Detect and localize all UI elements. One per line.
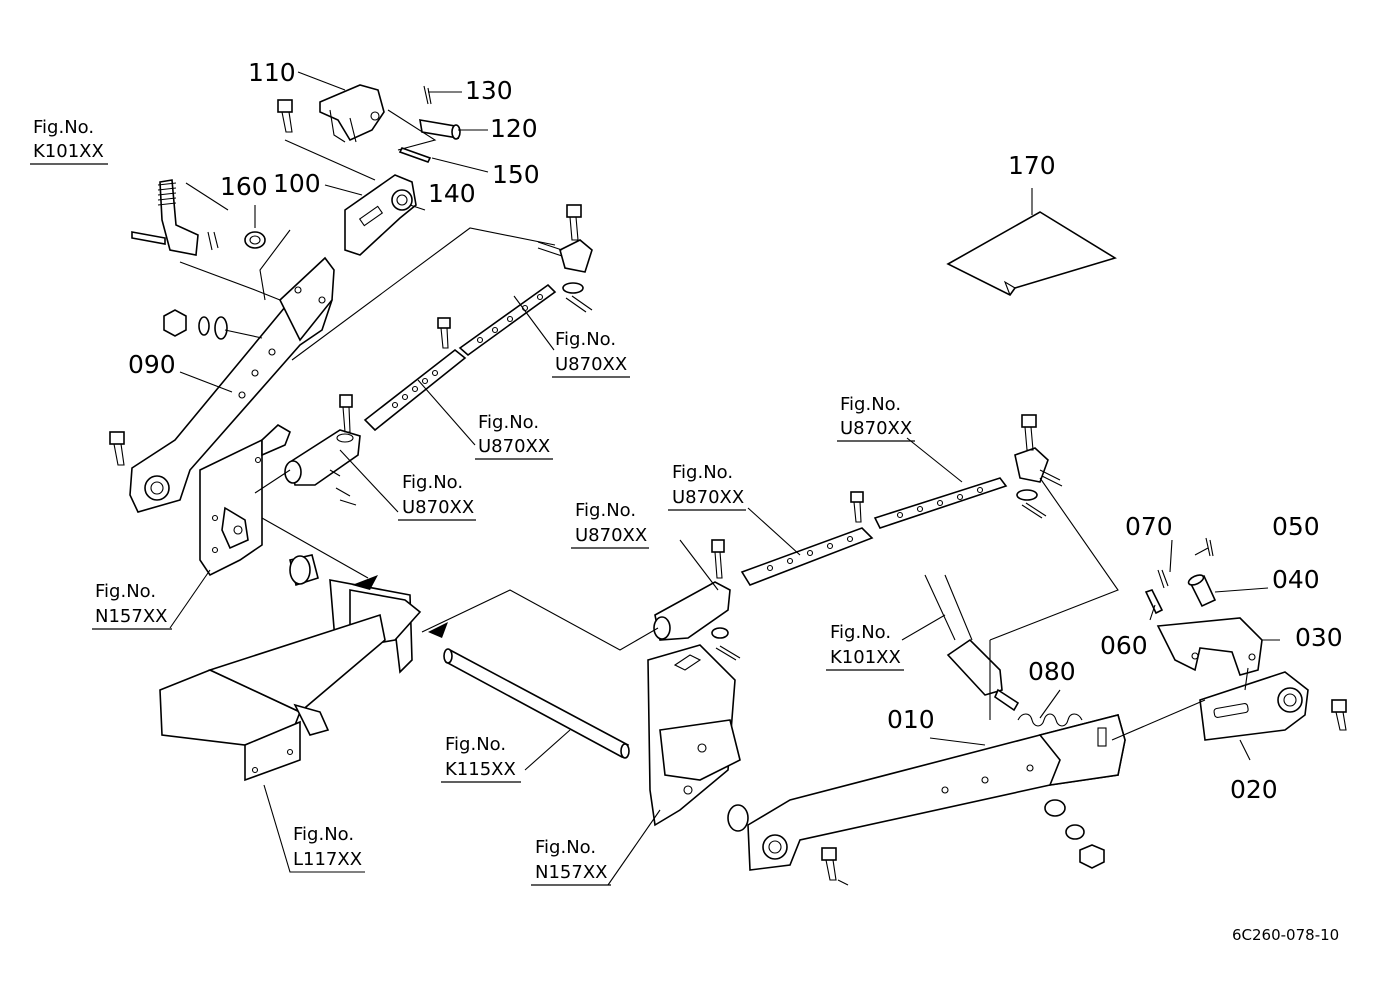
center-frame — [159, 579, 422, 782]
part-060-pin — [1144, 589, 1164, 615]
ref-k115: K115XX — [445, 759, 516, 780]
part-070-clip — [1157, 569, 1169, 589]
yoke-right — [653, 539, 741, 661]
ref-n157-left: N157XX — [95, 606, 167, 627]
ref-k101-top: K101XX — [33, 141, 104, 162]
ref-u870-b-prefix: Fig.No. — [478, 412, 539, 433]
ref-l117-prefix: Fig.No. — [293, 824, 354, 845]
label-150: 150 — [492, 160, 540, 189]
frame-plate-right — [647, 644, 741, 827]
ref-u870-b: U870XX — [478, 436, 550, 457]
ref-n157-bottom-prefix: Fig.No. — [535, 837, 596, 858]
drawing-code: 6C260-078-10 — [1232, 926, 1339, 944]
ref-u870-d-prefix: Fig.No. — [575, 500, 636, 521]
part-120-pin — [419, 119, 461, 140]
ref-k101-right: K101XX — [830, 647, 901, 668]
arrow-heads — [352, 575, 448, 638]
label-010: 010 — [887, 705, 935, 734]
part-010-lower-link — [747, 714, 1126, 871]
turnbuckle-end-left — [537, 204, 593, 313]
nut-washers-right — [1044, 799, 1105, 869]
part-130-clip — [423, 85, 432, 105]
part-040-pin — [1187, 574, 1217, 608]
bolt-swivel — [1331, 699, 1347, 731]
top-link-bracket — [131, 179, 219, 256]
label-060: 060 — [1100, 631, 1148, 660]
label-090: 090 — [128, 350, 176, 379]
ref-n157-bottom: N157XX — [535, 862, 607, 883]
ref-u870-c-prefix: Fig.No. — [402, 472, 463, 493]
label-170: 170 — [1008, 151, 1056, 180]
label-070: 070 — [1125, 512, 1173, 541]
label-050: 050 — [1272, 512, 1320, 541]
part-090-lift-arm — [129, 256, 335, 513]
ref-u870-a-prefix: Fig.No. — [555, 329, 616, 350]
label-030: 030 — [1295, 623, 1343, 652]
leader-lines — [169, 71, 1280, 886]
cross-shaft — [443, 648, 630, 759]
label-140: 140 — [428, 179, 476, 208]
ref-u870-f: U870XX — [840, 418, 912, 439]
label-120: 120 — [490, 114, 538, 143]
ref-n157-left-prefix: Fig.No. — [95, 581, 156, 602]
label-110: 110 — [248, 58, 296, 87]
center-yoke — [284, 394, 361, 506]
label-080: 080 — [1028, 657, 1076, 686]
label-040: 040 — [1272, 565, 1320, 594]
frame-plate-left — [199, 424, 291, 577]
ref-k101-right-prefix: Fig.No. — [830, 622, 891, 643]
part-100-link — [344, 174, 417, 256]
ref-u870-e: U870XX — [672, 487, 744, 508]
spacer-bushing-right — [727, 804, 749, 832]
ref-u870-d: U870XX — [575, 525, 647, 546]
ref-u870-f-prefix: Fig.No. — [840, 394, 901, 415]
ref-l117: L117XX — [293, 849, 362, 870]
turnbuckle-end-right — [1014, 414, 1063, 519]
check-chain-bracket — [924, 574, 1020, 712]
telescopic-rod-left — [363, 283, 557, 432]
nut-washers-left — [163, 309, 228, 340]
label-100: 100 — [273, 169, 321, 198]
ref-u870-e-prefix: Fig.No. — [672, 462, 733, 483]
ref-k101-top-prefix: Fig.No. — [33, 117, 94, 138]
ref-k115-prefix: Fig.No. — [445, 734, 506, 755]
label-130: 130 — [465, 76, 513, 105]
bolt-lower-link — [821, 847, 837, 881]
part-150-pin — [398, 147, 432, 163]
part-110-bracket — [319, 84, 385, 143]
part-080-spring — [1017, 713, 1083, 727]
ref-u870-c: U870XX — [402, 497, 474, 518]
part-030-bracket — [1156, 617, 1263, 676]
telescopic-rod-right — [740, 477, 1008, 586]
bolt-top-left — [277, 99, 293, 133]
label-020: 020 — [1230, 775, 1278, 804]
spacer-bushing — [289, 554, 319, 587]
label-160: 160 — [220, 172, 268, 201]
part-160-nut — [244, 231, 266, 249]
part-170-sheet — [946, 211, 1117, 297]
part-050-clip — [1205, 537, 1214, 557]
part-020-swivel — [1199, 671, 1309, 741]
ref-u870-a: U870XX — [555, 354, 627, 375]
bolt-left-arm — [109, 431, 125, 466]
